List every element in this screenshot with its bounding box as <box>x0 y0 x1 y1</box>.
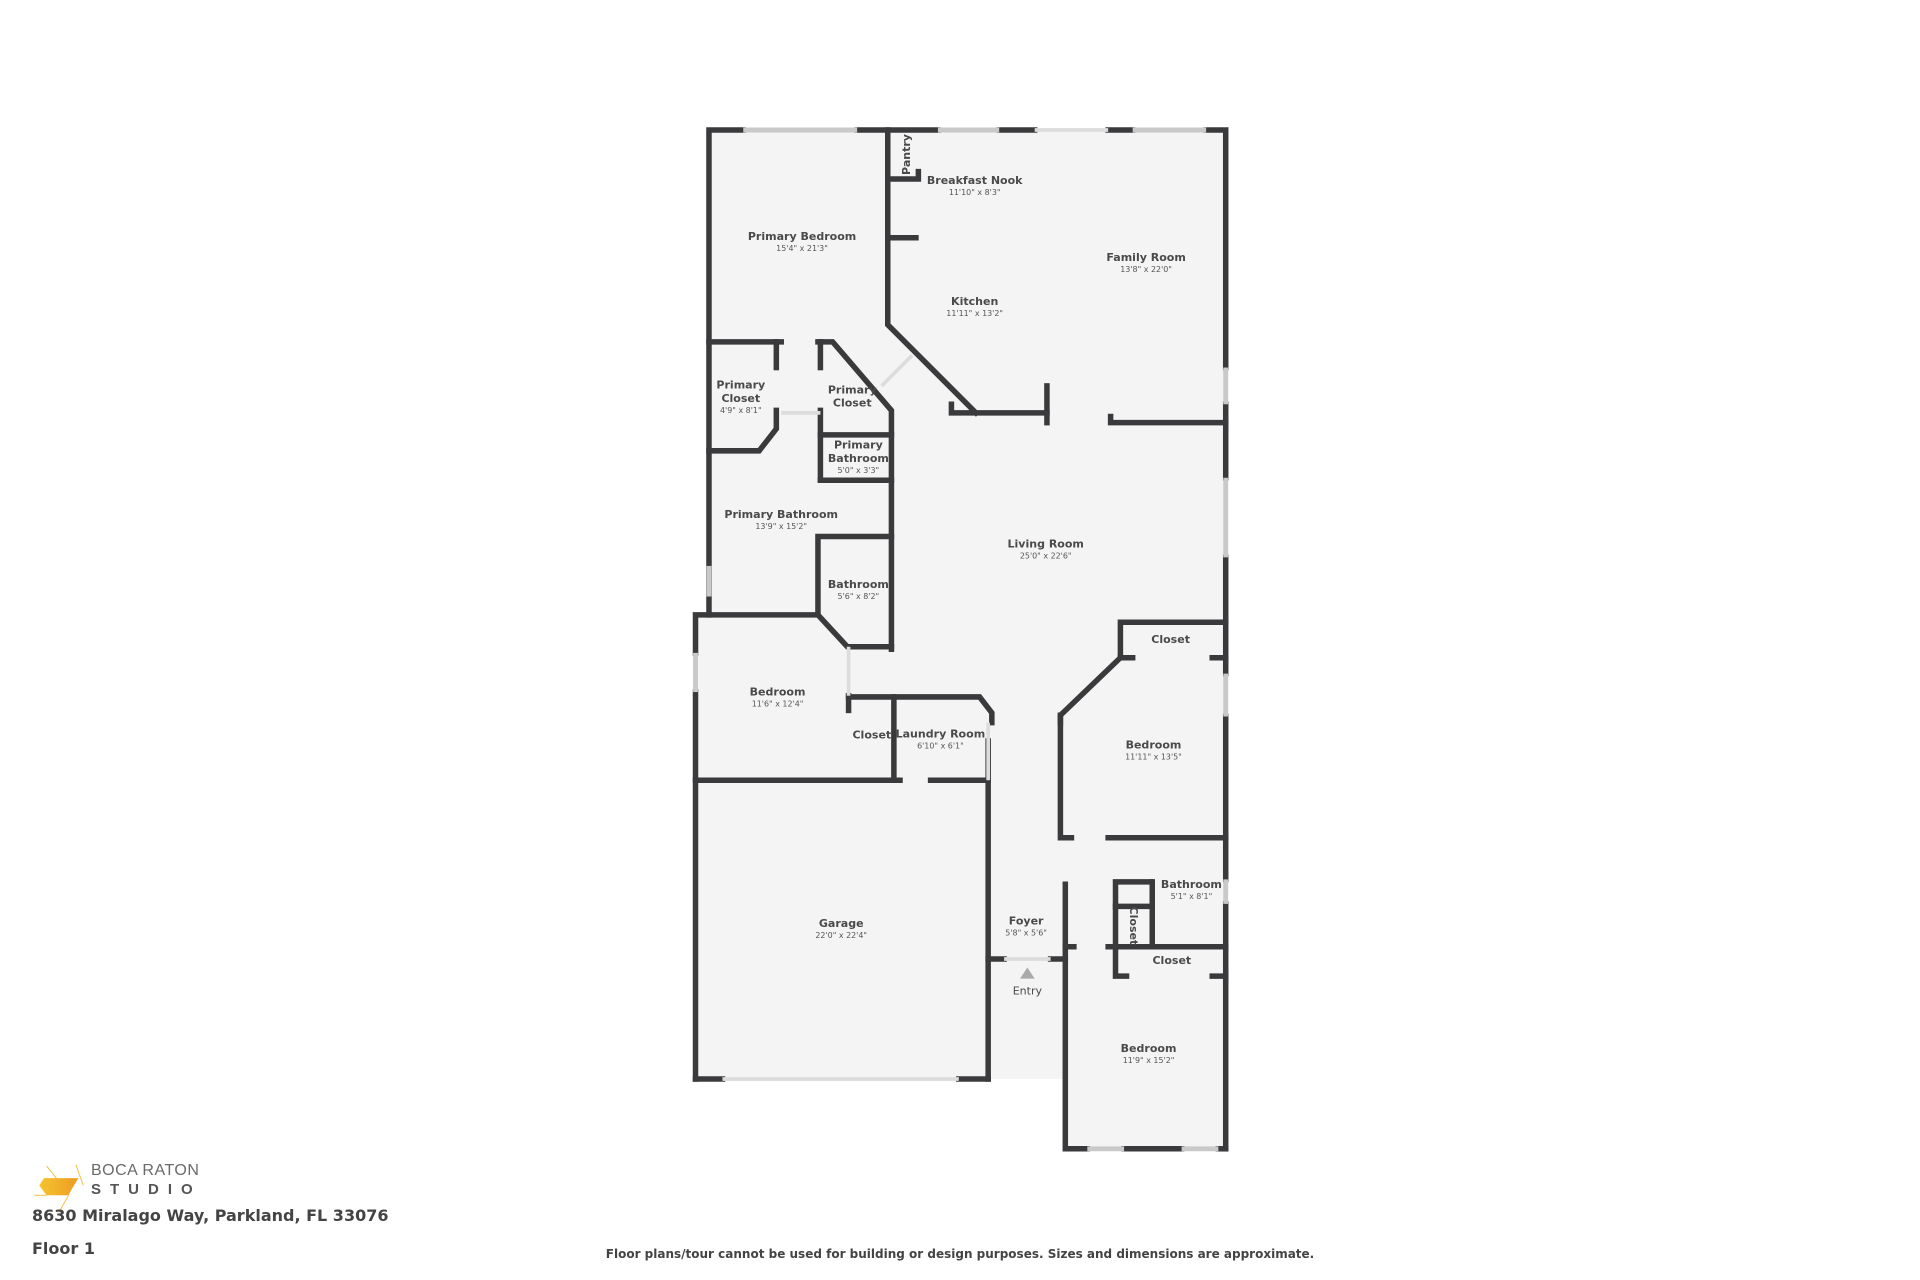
walls <box>692 127 1229 1152</box>
room-dims: 11'11" x 13'2" <box>946 309 1003 318</box>
room-name: Closet <box>1152 954 1191 967</box>
room-name: Bedroom <box>750 686 806 699</box>
room-name: Garage <box>819 917 864 930</box>
room-name: Breakfast Nook <box>927 174 1023 187</box>
windows <box>693 127 1229 1152</box>
door-openings <box>722 128 1109 1081</box>
room-name: Primary <box>828 383 877 396</box>
room-pantry: Pantry <box>900 134 913 175</box>
room-dims: 11'9" x 15'2" <box>1123 1056 1175 1065</box>
room-dims: 5'8" x 5'6" <box>1005 929 1047 938</box>
boca-raton-studio-logo-icon <box>34 1164 84 1213</box>
property-address: 8630 Miralago Way, Parkland, FL 33076 <box>32 1206 389 1225</box>
room-dims: 5'1" x 8'1" <box>1171 892 1213 901</box>
entry-arrow-icon <box>1020 967 1035 979</box>
room-dims: 11'6" x 12'4" <box>752 700 804 709</box>
room-closet-1: Closet <box>1151 633 1190 646</box>
entry-label: Entry <box>1013 984 1043 997</box>
logo-line-1: BOCA RATON <box>91 1162 200 1179</box>
room-dims: 11'10" x 8'3" <box>949 188 1001 197</box>
room-name: Primary Bathroom <box>724 508 838 521</box>
room-name: Pantry <box>900 134 913 175</box>
room-dims: 13'8" x 22'0" <box>1120 265 1172 274</box>
room-name: Bathroom <box>1161 878 1222 891</box>
room-closet-4: Closet <box>1152 954 1191 967</box>
room-dims: 22'0" x 22'4" <box>815 931 867 940</box>
room-dims: 15'4" x 21'3" <box>776 244 828 253</box>
room-dims: 11'11" x 13'5" <box>1125 752 1182 761</box>
room-dims: 4'9" x 8'1" <box>720 406 762 415</box>
logo-line-2: STUDIO <box>91 1181 202 1198</box>
room-name: Kitchen <box>951 295 998 308</box>
room-name: Closet <box>1151 633 1190 646</box>
room-name: Bedroom <box>1121 1042 1177 1055</box>
room-name: Primary <box>716 378 765 391</box>
room-dims: 5'0" x 3'3" <box>838 466 880 475</box>
floor-label: Floor 1 <box>32 1239 95 1258</box>
room-name: Closet <box>721 392 760 405</box>
room-name: Primary <box>834 438 883 451</box>
room-closet-2: Closet <box>852 729 891 742</box>
room-name: Closet <box>852 729 891 742</box>
room-name: Living Room <box>1008 538 1084 551</box>
room-name: Foyer <box>1009 915 1044 928</box>
disclaimer: Floor plans/tour cannot be used for buil… <box>605 1247 1315 1261</box>
room-name: Bathroom <box>828 578 889 591</box>
room-dims: 6'10" x 6'1" <box>917 741 964 750</box>
room-name: Closet <box>1127 907 1140 946</box>
floor-fill <box>695 130 1226 1149</box>
room-dims: 25'0" x 22'6" <box>1020 552 1072 561</box>
room-dims: 13'9" x 15'2" <box>755 522 807 531</box>
room-name: Primary Bedroom <box>748 230 856 243</box>
room-name: Bedroom <box>1126 738 1182 751</box>
room-name: Bathroom <box>828 452 889 465</box>
room-dims: 5'6" x 8'2" <box>838 592 880 601</box>
room-name: Family Room <box>1106 251 1185 264</box>
room-closet-3: Closet <box>1127 907 1140 946</box>
room-name: Laundry Room <box>896 727 986 740</box>
room-name: Closet <box>833 397 872 410</box>
